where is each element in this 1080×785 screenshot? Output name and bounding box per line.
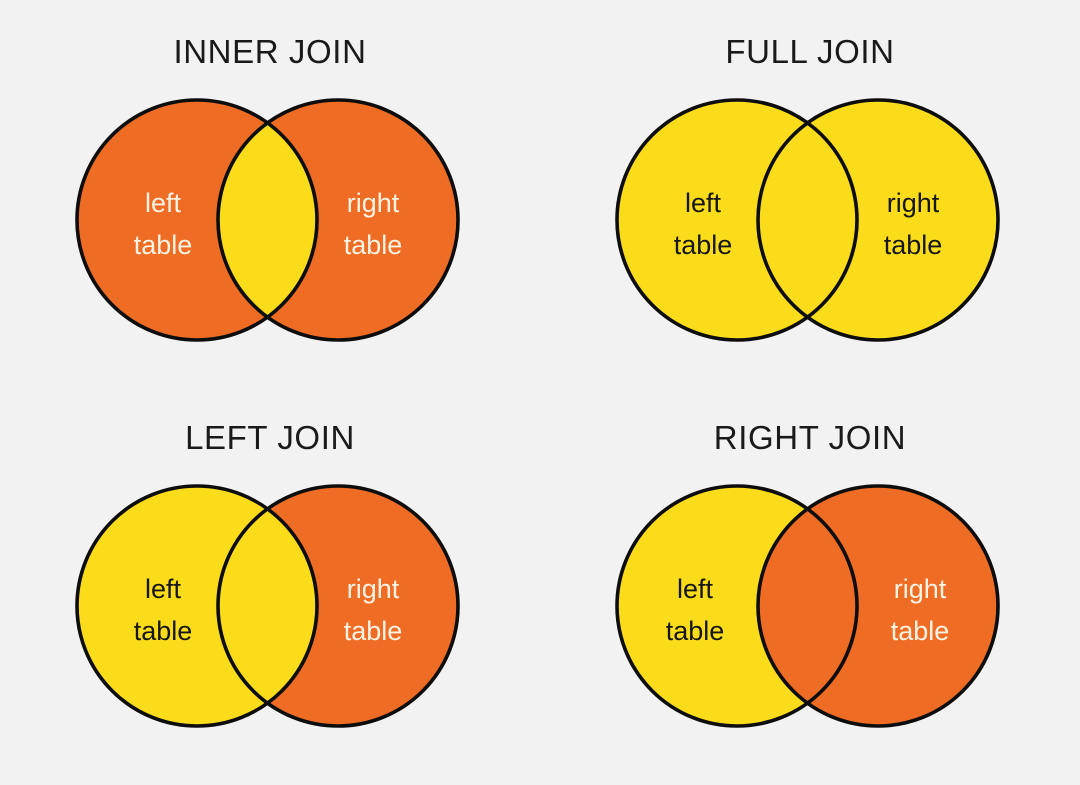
panel-full-join: FULL JOIN left table right table	[540, 0, 1080, 392]
venn-diagram-left-join: left table right table	[75, 484, 460, 728]
left-circle-outline	[75, 98, 319, 342]
right-table-label-line2: table	[884, 230, 943, 260]
right-table-label-line1: right	[894, 574, 947, 604]
panel-title-right-join: RIGHT JOIN	[713, 419, 907, 456]
venn-diagram-full-join: left table right table	[615, 98, 1000, 342]
left-circle-outline	[615, 484, 859, 728]
intersection-region	[218, 486, 317, 726]
right-table-label-line1: right	[347, 188, 400, 218]
right-circle-outline	[756, 484, 1000, 728]
left-table-label-line2: table	[134, 616, 193, 646]
right-circle-outline	[756, 98, 1000, 342]
right-table-label-line1: right	[887, 188, 940, 218]
panel-right-join: RIGHT JOIN left table right table	[540, 386, 1080, 778]
left-table-label-line1: left	[145, 188, 182, 218]
left-circle-outline	[75, 484, 319, 728]
panel-left-join: LEFT JOIN left table right table	[0, 386, 540, 778]
right-table-label-line2: table	[891, 616, 950, 646]
left-table-label-line1: left	[677, 574, 714, 604]
intersection-region	[758, 100, 857, 340]
panel-title-left-join: LEFT JOIN	[185, 419, 355, 456]
right-circle-outline	[216, 98, 460, 342]
panel-title-full-join: FULL JOIN	[725, 33, 895, 70]
left-table-label-line2: table	[134, 230, 193, 260]
left-table-label-line2: table	[666, 616, 725, 646]
right-table-label-line2: table	[344, 616, 403, 646]
right-table-label-line2: table	[344, 230, 403, 260]
intersection-region	[218, 100, 317, 340]
left-table-label-line1: left	[685, 188, 722, 218]
left-table-label-line1: left	[145, 574, 182, 604]
panel-inner-join: INNER JOIN left table right table	[0, 0, 540, 392]
left-table-label-line2: table	[674, 230, 733, 260]
left-circle-outline	[615, 98, 859, 342]
venn-diagram-inner-join: left table right table	[75, 98, 460, 342]
venn-diagram-right-join: left table right table	[615, 484, 1000, 728]
panel-title-inner-join: INNER JOIN	[173, 33, 367, 70]
intersection-region	[758, 486, 857, 726]
right-table-label-line1: right	[347, 574, 400, 604]
right-circle-outline	[216, 484, 460, 728]
